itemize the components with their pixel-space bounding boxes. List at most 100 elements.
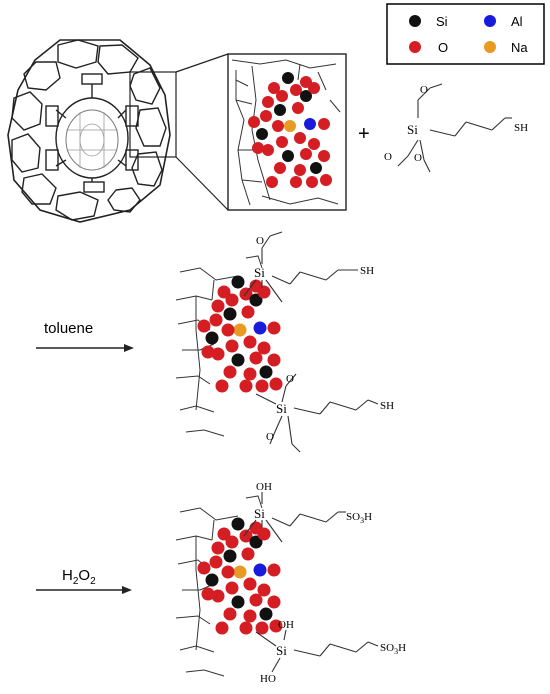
o-atom — [269, 619, 283, 633]
o-atom — [239, 621, 253, 635]
silane-o2: O — [384, 151, 392, 163]
o-atom — [243, 367, 257, 381]
si-atom — [259, 365, 273, 379]
legend-si-label: Si — [436, 14, 448, 29]
si-atom — [259, 607, 273, 621]
si-atom — [205, 331, 219, 345]
o-atom — [318, 150, 330, 162]
o-atom — [241, 547, 255, 561]
o-atom — [221, 323, 235, 337]
toluene-label: toluene — [44, 320, 93, 337]
o-atom — [267, 563, 281, 577]
si-atom — [249, 293, 263, 307]
zoom-framework-lines — [231, 59, 341, 206]
o-atom — [257, 583, 271, 597]
o-atom — [223, 607, 237, 621]
si-atom — [223, 307, 237, 321]
product2-bottom-oh: OH — [278, 619, 294, 631]
o-atom — [320, 174, 332, 186]
o-atom — [267, 595, 281, 609]
si-atom — [282, 150, 294, 162]
o-atom — [248, 116, 260, 128]
legend-o-label: O — [438, 40, 448, 55]
si-atom — [310, 162, 322, 174]
h2o2-label: H2O2 — [62, 567, 96, 587]
o-atom — [243, 577, 257, 591]
o-atom — [294, 132, 306, 144]
o-atom — [197, 319, 211, 333]
step2-arrow: H2O2 — [36, 567, 132, 594]
o-atom — [225, 581, 239, 595]
o-atom — [318, 118, 330, 130]
si-atom — [231, 595, 245, 609]
o-atom — [243, 609, 257, 623]
o-atom — [308, 138, 320, 150]
o-atom — [225, 535, 239, 549]
legend-o-dot — [409, 41, 421, 53]
silane-sh: SH — [514, 122, 528, 134]
si-atom — [223, 549, 237, 563]
o-atom — [294, 164, 306, 176]
o-atom — [252, 142, 264, 154]
o-atom — [249, 593, 263, 607]
o-atom — [290, 84, 302, 96]
o-atom — [241, 305, 255, 319]
o-atom — [300, 148, 312, 160]
zoom-frame — [227, 53, 347, 211]
o-atom — [221, 565, 235, 579]
o-atom — [239, 379, 253, 393]
o-atom — [255, 379, 269, 393]
o-atom — [201, 345, 215, 359]
o-atom — [262, 96, 274, 108]
product1-bottom-o2: O — [266, 431, 274, 443]
legend: Si Al O Na — [386, 3, 545, 65]
product1-bottom-sh: SH — [380, 400, 394, 412]
product2-top-oh: OH — [256, 481, 272, 493]
product1-framework-lines — [175, 255, 263, 437]
si-atom — [205, 573, 219, 587]
si-atom — [231, 353, 245, 367]
o-atom — [209, 313, 223, 327]
o-atom — [211, 589, 225, 603]
na-atom — [233, 323, 247, 337]
product2-bottom-silane — [255, 629, 379, 673]
legend-frame — [386, 3, 545, 65]
o-atom — [225, 339, 239, 353]
si-atom — [231, 275, 245, 289]
o-atom — [197, 561, 211, 575]
si-atom — [274, 104, 286, 116]
product1-cluster — [197, 275, 283, 393]
zoom-callout — [129, 53, 347, 211]
o-atom — [201, 587, 215, 601]
product2-top-si: Si — [254, 506, 265, 521]
o-atom — [276, 136, 288, 148]
o-atom — [276, 90, 288, 102]
product2-bottom-so3h: SO3H — [380, 642, 406, 656]
legend-na-dot — [484, 41, 496, 53]
o-atom — [274, 162, 286, 174]
o-atom — [257, 285, 271, 299]
o-atom — [249, 351, 263, 365]
silane-si: Si — [407, 122, 418, 137]
silane-o3: O — [414, 152, 422, 164]
product2-top-so3h: SO3H — [346, 511, 372, 525]
o-atom — [292, 102, 304, 114]
si-atom — [300, 90, 312, 102]
o-atom — [215, 621, 229, 635]
product1-bottom-si: Si — [276, 401, 287, 416]
zoom-cluster — [248, 72, 332, 188]
o-atom — [217, 527, 231, 541]
product1-top-silane — [243, 231, 358, 303]
plus-sign: + — [358, 123, 370, 145]
o-atom — [209, 555, 223, 569]
product1-top-sh: SH — [360, 265, 374, 277]
silane-o1: O — [420, 84, 428, 96]
o-atom — [211, 299, 225, 313]
o-atom — [267, 321, 281, 335]
zeolite-cage-drawing — [7, 39, 171, 223]
product1-top-si: Si — [254, 265, 265, 280]
step1-arrow: toluene — [36, 320, 134, 352]
si-atom — [256, 128, 268, 140]
product1-top-o: O — [256, 235, 264, 247]
o-atom — [239, 529, 253, 543]
